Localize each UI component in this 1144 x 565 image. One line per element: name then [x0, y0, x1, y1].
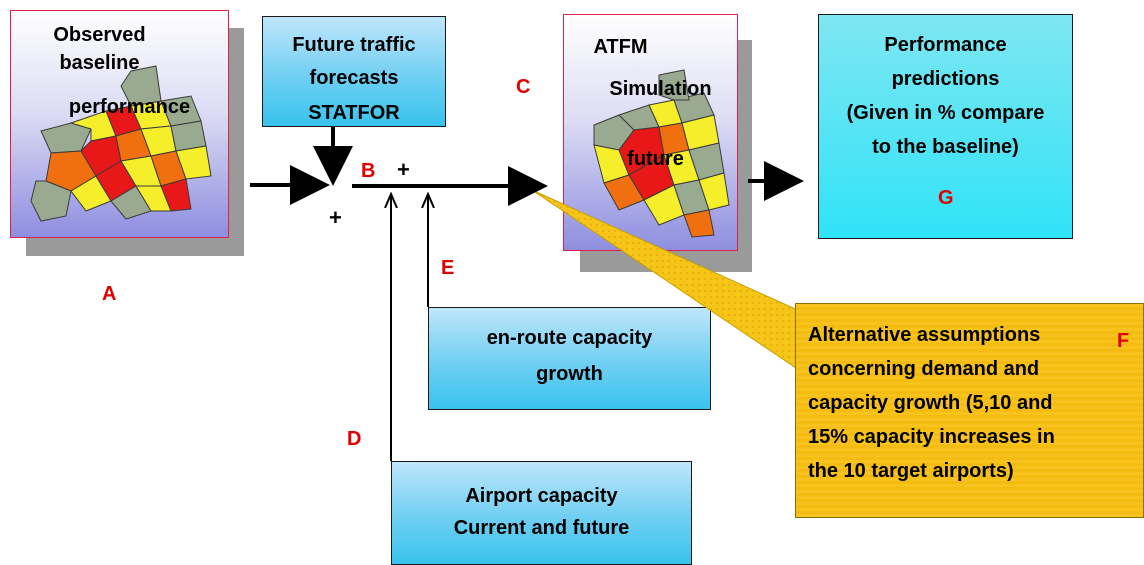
observed-line-1: Observed: [53, 24, 146, 46]
label-a: A: [102, 283, 117, 305]
performance-line-1: Performance: [884, 34, 1007, 56]
assumptions-line-4: 15% capacity increases in: [808, 426, 1055, 448]
atfm-line-3: future: [627, 148, 684, 170]
atfm-line-2: Simulation: [609, 78, 712, 100]
assumptions-line-2: concerning demand and: [808, 358, 1040, 380]
forecast-line-2: forecasts: [309, 67, 399, 89]
observed-line-3: performance: [68, 96, 191, 118]
airport-line-2: Current and future: [453, 517, 630, 539]
assumptions-line-3: capacity growth (5,10 and: [808, 392, 1053, 414]
forecast-line-1: Future traffic: [292, 34, 416, 56]
label-e: E: [441, 257, 455, 279]
performance-line-2: predictions: [891, 68, 1000, 90]
forecast-line-3: STATFOR: [308, 102, 400, 124]
label-f: F: [1117, 330, 1130, 352]
label-d: D: [347, 428, 362, 450]
observed-line-2: baseline: [59, 52, 140, 74]
atfm-simulation-panel: ATFM Simulation future: [563, 14, 738, 251]
enroute-box: en-route capacity growth: [428, 307, 711, 410]
label-b: B: [361, 160, 376, 182]
plus-sign-top: +: [397, 157, 410, 182]
enroute-line-1: en-route capacity: [486, 327, 653, 349]
observed-baseline-panel: Observed baseline performance: [10, 10, 229, 238]
assumptions-line-5: the 10 target airports): [808, 460, 1014, 482]
europe-map-icon-2: [593, 69, 730, 238]
airport-box: Airport capacity Current and future: [391, 461, 692, 565]
plus-sign-bottom: +: [329, 205, 342, 230]
assumptions-line-1: Alternative assumptions: [808, 324, 1041, 346]
label-g: G: [938, 187, 954, 209]
airport-line-1: Airport capacity: [465, 485, 618, 507]
atfm-line-1: ATFM: [593, 36, 648, 58]
forecast-box: Future traffic forecasts STATFOR: [262, 16, 446, 127]
performance-line-4: to the baseline): [872, 136, 1019, 158]
enroute-line-2: growth: [536, 363, 603, 385]
label-c: C: [516, 76, 531, 98]
assumptions-box: Alternative assumptions concerning deman…: [795, 303, 1144, 518]
performance-box: Performance predictions (Given in % comp…: [818, 14, 1073, 239]
europe-map-icon: [30, 65, 212, 222]
performance-line-3: (Given in % compare: [846, 102, 1045, 124]
